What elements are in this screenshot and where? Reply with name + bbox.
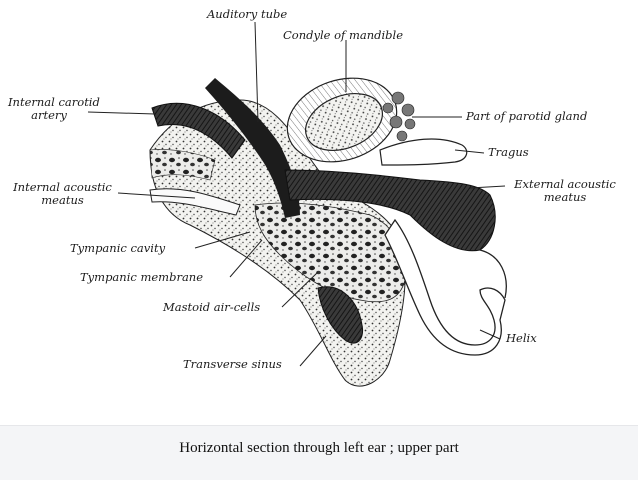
leader-lines bbox=[87, 21, 506, 367]
caption-band bbox=[0, 425, 638, 480]
tragus-wall bbox=[379, 138, 468, 166]
label-tympanic-cavity: Tympanic cavity bbox=[70, 241, 166, 255]
figure-caption: Horizontal section through left ear ; up… bbox=[179, 440, 459, 456]
label-external-acoustic-line1: External acoustic bbox=[514, 177, 616, 191]
label-part-of-parotid-gland: Part of parotid gland bbox=[466, 109, 588, 123]
label-internal-acoustic-meatus: Internal acoustic meatus bbox=[5, 181, 120, 207]
mastoid-region bbox=[254, 202, 406, 303]
anatomical-illustration: Auditory tube Condyle of mandible Intern… bbox=[5, 7, 625, 387]
label-internal-carotid-artery: Internal carotid artery bbox=[8, 95, 100, 122]
label-external-acoustic-line2: meatus bbox=[543, 190, 587, 204]
label-internal-acoustic-line1: Internal acoustic bbox=[13, 180, 112, 194]
auricle bbox=[384, 218, 506, 356]
label-internal-acoustic-line2: meatus bbox=[41, 193, 84, 207]
internal-meatus-wall bbox=[149, 188, 241, 216]
label-internal-carotid-line1: Internal carotid bbox=[8, 95, 100, 109]
condyle-head bbox=[305, 93, 383, 151]
carotid-artery bbox=[151, 102, 246, 159]
helix-outer bbox=[479, 249, 507, 299]
petrous-apex bbox=[149, 149, 216, 181]
transverse-sinus bbox=[317, 286, 364, 344]
ear-section-drawing bbox=[87, 21, 507, 387]
auditory-tube bbox=[205, 78, 300, 218]
parotid-lobules bbox=[382, 91, 416, 142]
acoustic-canal-dark bbox=[284, 169, 496, 252]
label-transverse-sinus: Transverse sinus bbox=[183, 357, 282, 371]
label-tragus: Tragus bbox=[488, 145, 529, 159]
label-external-acoustic-meatus: External acoustic meatus bbox=[505, 178, 625, 204]
label-condyle-of-mandible: Condyle of mandible bbox=[283, 28, 404, 42]
label-mastoid-air-cells: Mastoid air-cells bbox=[163, 300, 261, 314]
label-internal-carotid-line2: artery bbox=[31, 108, 67, 122]
label-tympanic-membrane: Tympanic membrane bbox=[80, 270, 204, 284]
label-helix: Helix bbox=[506, 331, 537, 345]
label-auditory-tube: Auditory tube bbox=[207, 7, 288, 21]
